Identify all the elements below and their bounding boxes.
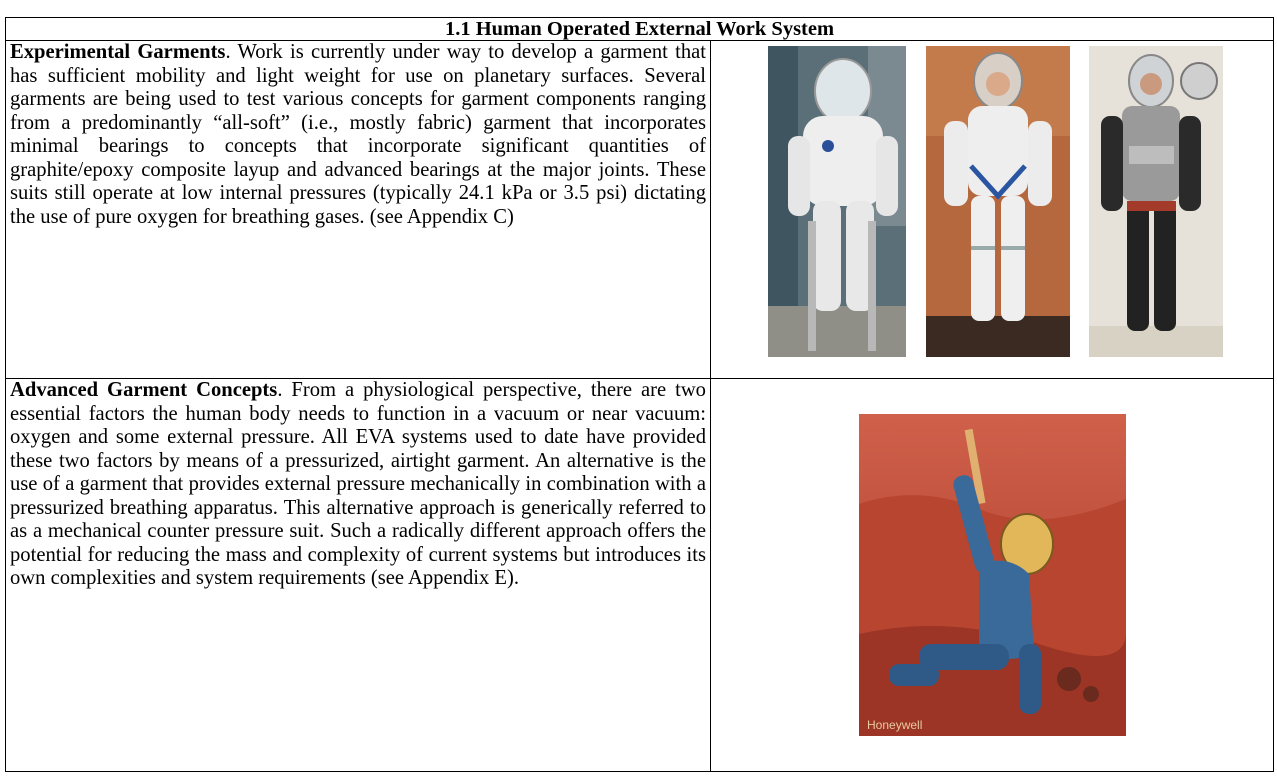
experimental-garments-body: . Work is currently under way to develop… <box>10 41 706 228</box>
advanced-garment-concepts-body: . From a physiological perspective, ther… <box>10 379 706 589</box>
advanced-garment-illustration-cell: Honeywell <box>710 378 1274 772</box>
experimental-garments-text: Experimental Garments. Work is currently… <box>5 40 711 379</box>
advanced-garment-concepts-heading: Advanced Garment Concepts <box>10 379 278 401</box>
experimental-garments-heading: Experimental Garments <box>10 41 226 63</box>
suit-photo-2 <box>926 46 1070 357</box>
suit-photo-1 <box>768 46 906 357</box>
section-title: 1.1 Human Operated External Work System <box>5 17 1274 41</box>
suit-photo-3 <box>1089 46 1223 357</box>
experimental-garments-photos <box>710 40 1274 379</box>
advanced-garment-concepts-text: Advanced Garment Concepts. From a physio… <box>5 378 711 772</box>
honeywell-watermark: Honeywell <box>867 718 922 732</box>
mechanical-counter-pressure-illustration: Honeywell <box>859 414 1126 736</box>
document-table: 1.1 Human Operated External Work System … <box>5 17 1274 772</box>
